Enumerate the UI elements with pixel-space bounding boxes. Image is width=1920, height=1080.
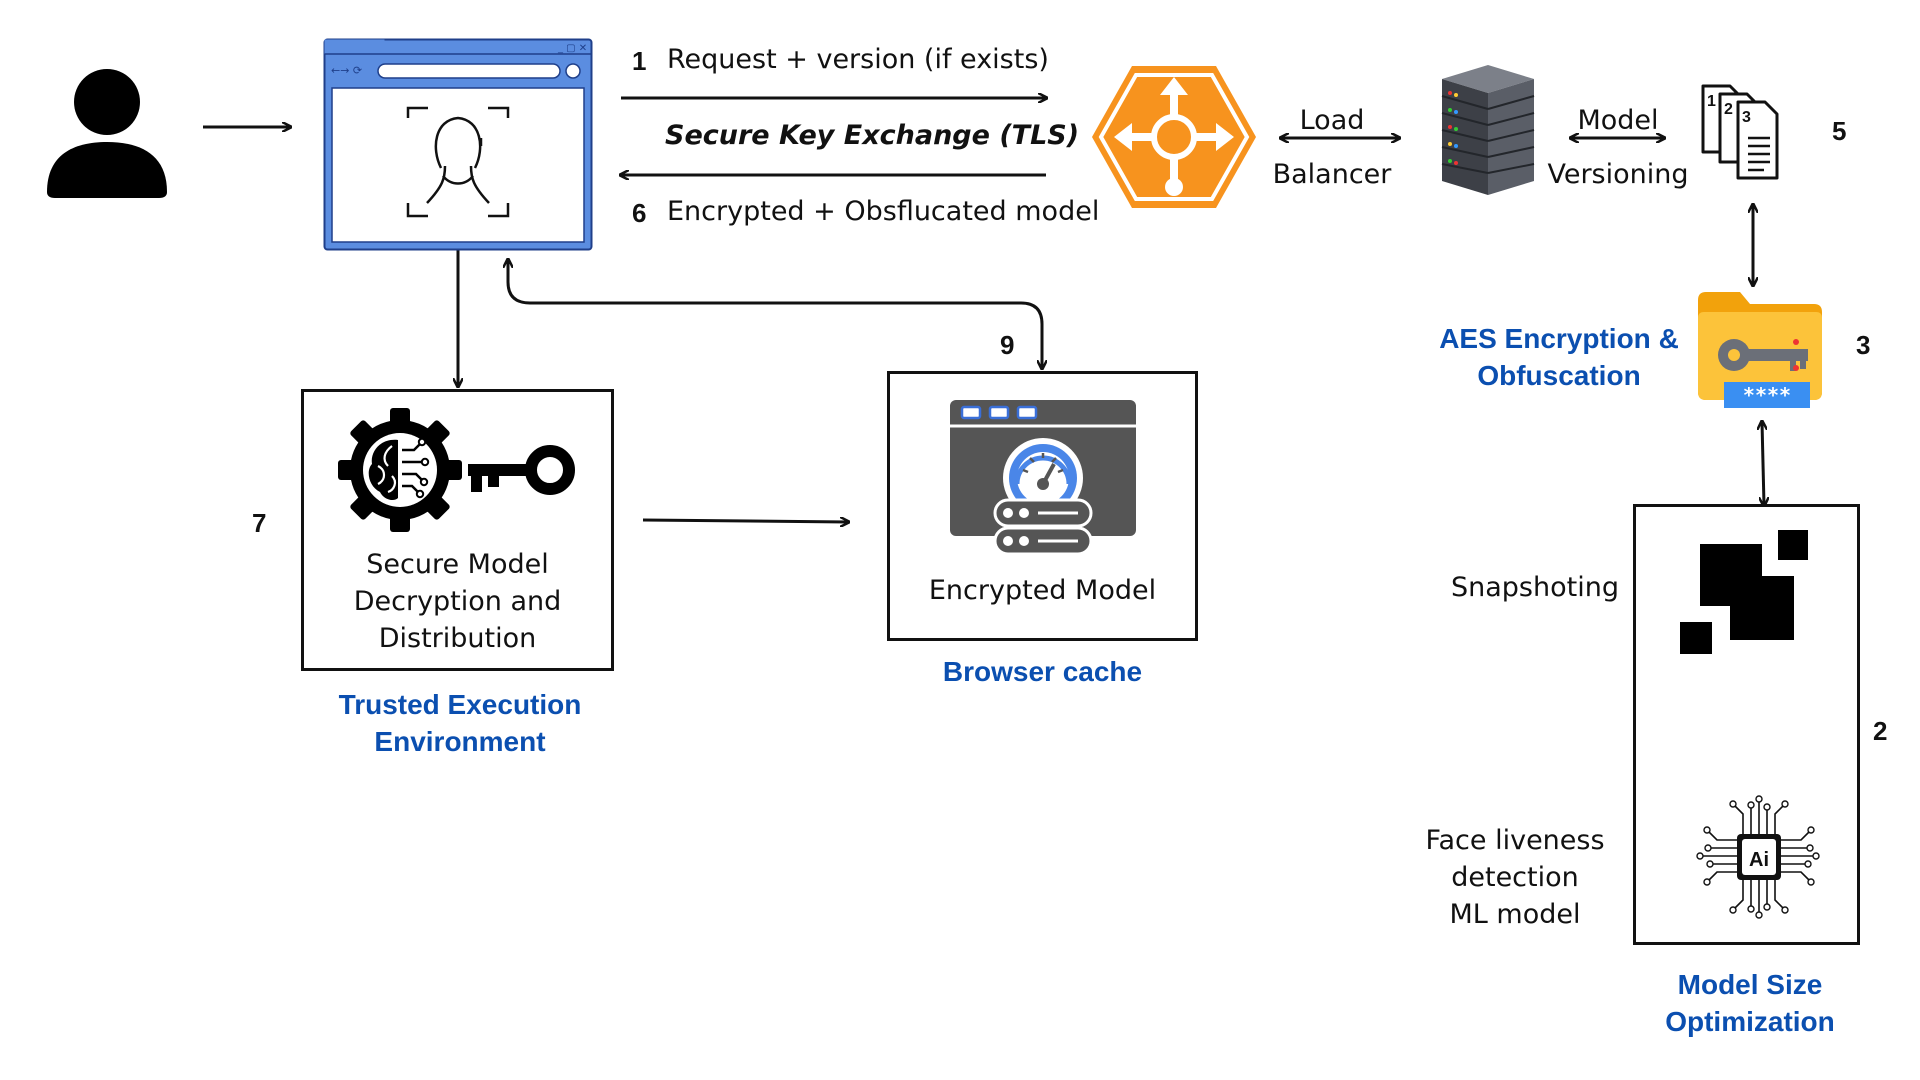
doc-version-1: 1 xyxy=(1707,93,1716,110)
load-balancer-label: Load Balancer xyxy=(1272,94,1392,202)
folder-key-icon: **** xyxy=(1696,290,1824,415)
model-size-caption-line1: Model Size xyxy=(1677,969,1823,1000)
ai-chip-text: Ai xyxy=(1749,849,1769,871)
aes-caption-line1: AES Encryption & xyxy=(1439,323,1679,354)
load-balancer-label-line1: Load xyxy=(1299,105,1365,136)
aes-caption: AES Encryption & Obfuscation xyxy=(1430,320,1688,394)
model-versioning-line2: Versioning xyxy=(1547,159,1689,190)
browser-face-scan-icon: _ ▢ ✕ ←→ ⟳ xyxy=(323,38,593,256)
svg-text:_ ▢ ✕: _ ▢ ✕ xyxy=(557,43,587,54)
arrow-tee-cache xyxy=(642,520,848,522)
doc-version-2: 2 xyxy=(1724,101,1733,118)
snapshoting-label: Snapshoting xyxy=(1451,572,1619,603)
arrow-browser-cache xyxy=(508,260,1042,368)
step-7-number: 7 xyxy=(252,508,267,538)
doc-version-3: 3 xyxy=(1742,109,1751,126)
arrow-aes-model xyxy=(1762,422,1764,505)
ml-model-line3: ML model xyxy=(1449,899,1581,930)
svg-text:←→ ⟳: ←→ ⟳ xyxy=(331,64,362,77)
step-1-number: 1 xyxy=(632,46,647,76)
step-2-number: 2 xyxy=(1873,716,1888,746)
step-6-number: 6 xyxy=(632,198,647,228)
user-icon xyxy=(45,60,170,205)
encrypted-model-response-label: Encrypted + Obsflucated model xyxy=(667,196,1100,227)
tee-label-line1: Secure Model xyxy=(366,549,549,580)
load-balancer-icon xyxy=(1090,63,1258,216)
dashboard-server-icon xyxy=(950,400,1136,565)
snapshot-blocks-icon xyxy=(1680,530,1810,663)
server-rack-icon xyxy=(1440,63,1536,202)
tee-caption-line1: Trusted Execution xyxy=(338,689,582,720)
step-5-number: 5 xyxy=(1832,116,1847,146)
encrypted-model-label: Encrypted Model xyxy=(928,575,1157,606)
tee-caption-line2: Environment xyxy=(374,726,546,757)
brain-gear-key-icon xyxy=(338,408,578,538)
ai-chip-icon: Ai xyxy=(1693,792,1823,927)
key-exchange-label: Secure Key Exchange (TLS) xyxy=(665,120,1080,151)
model-versioning-label: Model Versioning xyxy=(1543,94,1693,202)
load-balancer-label-line2: Balancer xyxy=(1272,159,1392,190)
browser-cache-caption: Browser cache xyxy=(942,656,1143,687)
request-label: Request + version (if exists) xyxy=(667,44,1049,75)
ml-model-line1: Face liveness xyxy=(1425,825,1605,856)
model-size-caption-line2: Optimization xyxy=(1665,1006,1835,1037)
tee-label-line3: Distribution xyxy=(378,623,537,654)
step-9-number: 9 xyxy=(1000,330,1015,360)
tee-label: Secure Model Decryption and Distribution xyxy=(301,546,614,657)
step-3-number: 3 xyxy=(1856,330,1871,360)
aes-caption-line2: Obfuscation xyxy=(1477,360,1641,391)
tee-caption: Trusted Execution Environment xyxy=(290,686,630,760)
versioned-documents-icon: 1 2 3 xyxy=(1700,82,1800,187)
model-versioning-line1: Model xyxy=(1577,105,1659,136)
model-size-caption: Model Size Optimization xyxy=(1630,966,1870,1040)
password-mask: **** xyxy=(1743,383,1791,407)
tee-label-line2: Decryption and xyxy=(353,586,562,617)
ml-model-label: Face liveness detection ML model xyxy=(1410,822,1620,933)
ml-model-line2: detection xyxy=(1451,862,1579,893)
